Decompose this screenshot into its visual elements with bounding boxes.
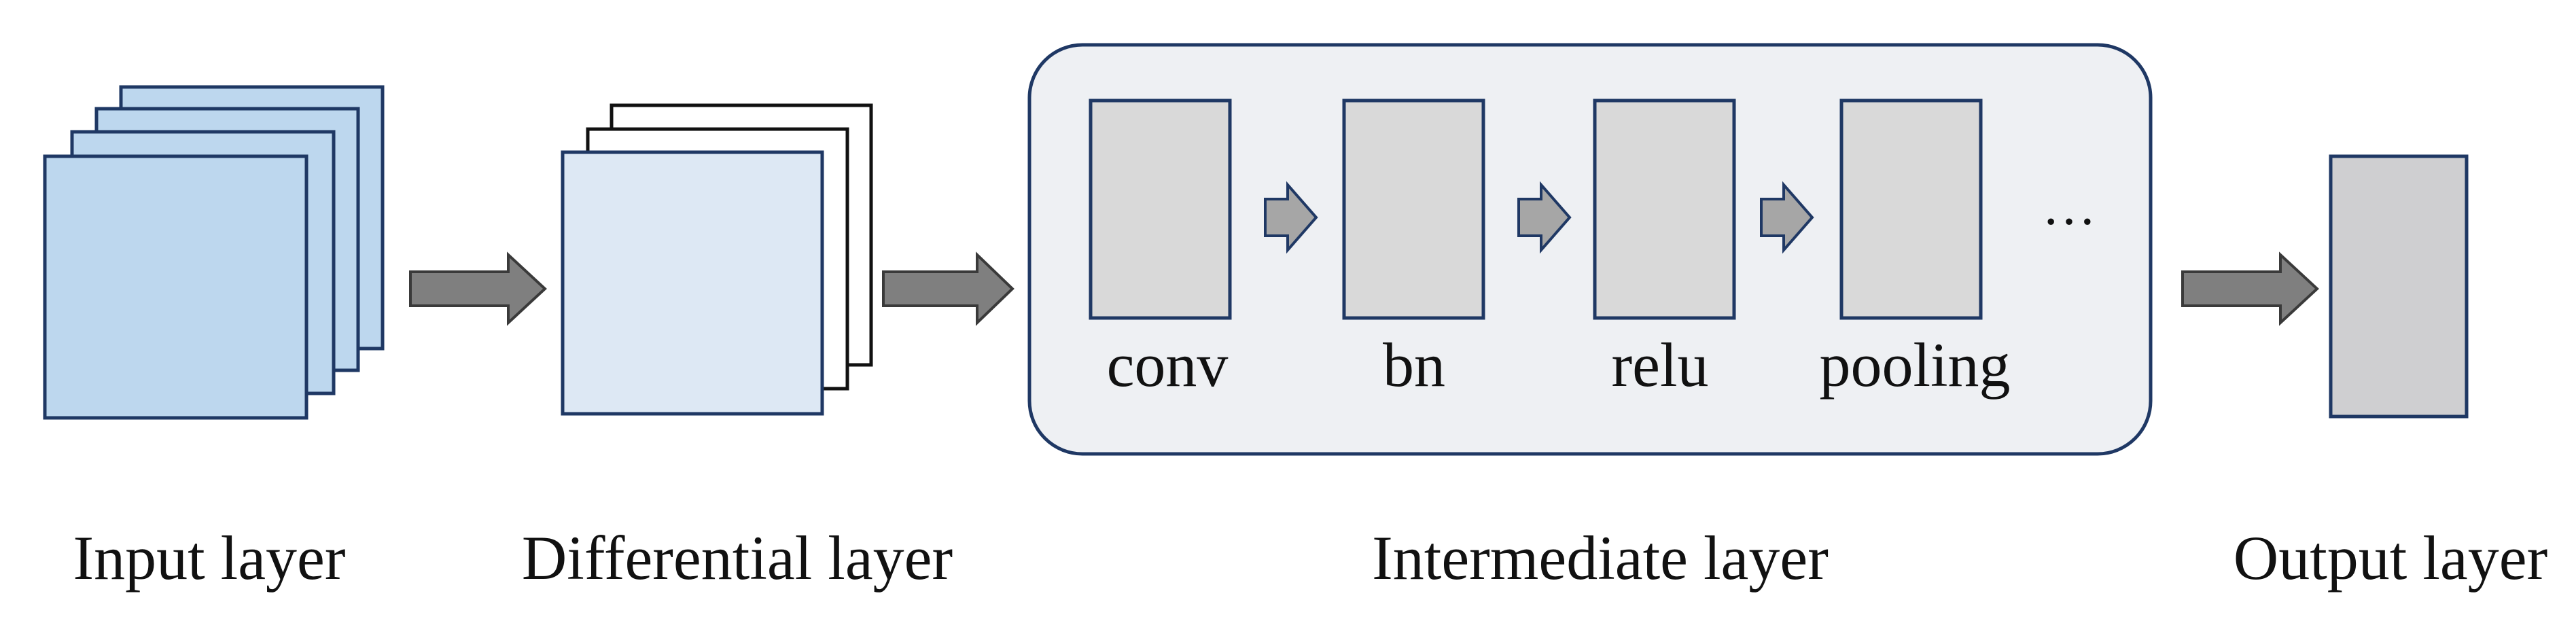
bn-label: bn: [1383, 330, 1445, 400]
arrow-differential-to-intermediate: [882, 251, 1014, 326]
arrow-intermediate-to-output: [2181, 251, 2319, 326]
relu-label: relu: [1611, 330, 1708, 400]
ellipsis: …: [2042, 177, 2096, 236]
differential-layer-stack: [561, 103, 873, 416]
input-layer-stack: [43, 85, 385, 420]
arrow-input-to-differential: [409, 251, 547, 326]
input-sheet-1: [43, 154, 308, 420]
conv-label: conv: [1107, 330, 1229, 400]
arrow-conv-to-bn: [1264, 181, 1318, 254]
pooling-label: pooling: [1819, 330, 2010, 400]
differential-sheet-1: [561, 150, 824, 416]
output-layer-label: Output layer: [2234, 523, 2547, 593]
output-block: [2329, 154, 2469, 419]
pooling-block: [1839, 99, 1983, 320]
relu-block: [1593, 99, 1736, 320]
conv-block: [1089, 99, 1232, 320]
differential-layer-label: Differential layer: [522, 523, 953, 593]
intermediate-layer-label: Intermediate layer: [1372, 523, 1829, 593]
bn-block: [1342, 99, 1485, 320]
input-layer-label: Input layer: [73, 523, 345, 593]
arrow-bn-to-relu: [1517, 181, 1572, 254]
arrow-relu-to-pooling: [1760, 181, 1814, 254]
